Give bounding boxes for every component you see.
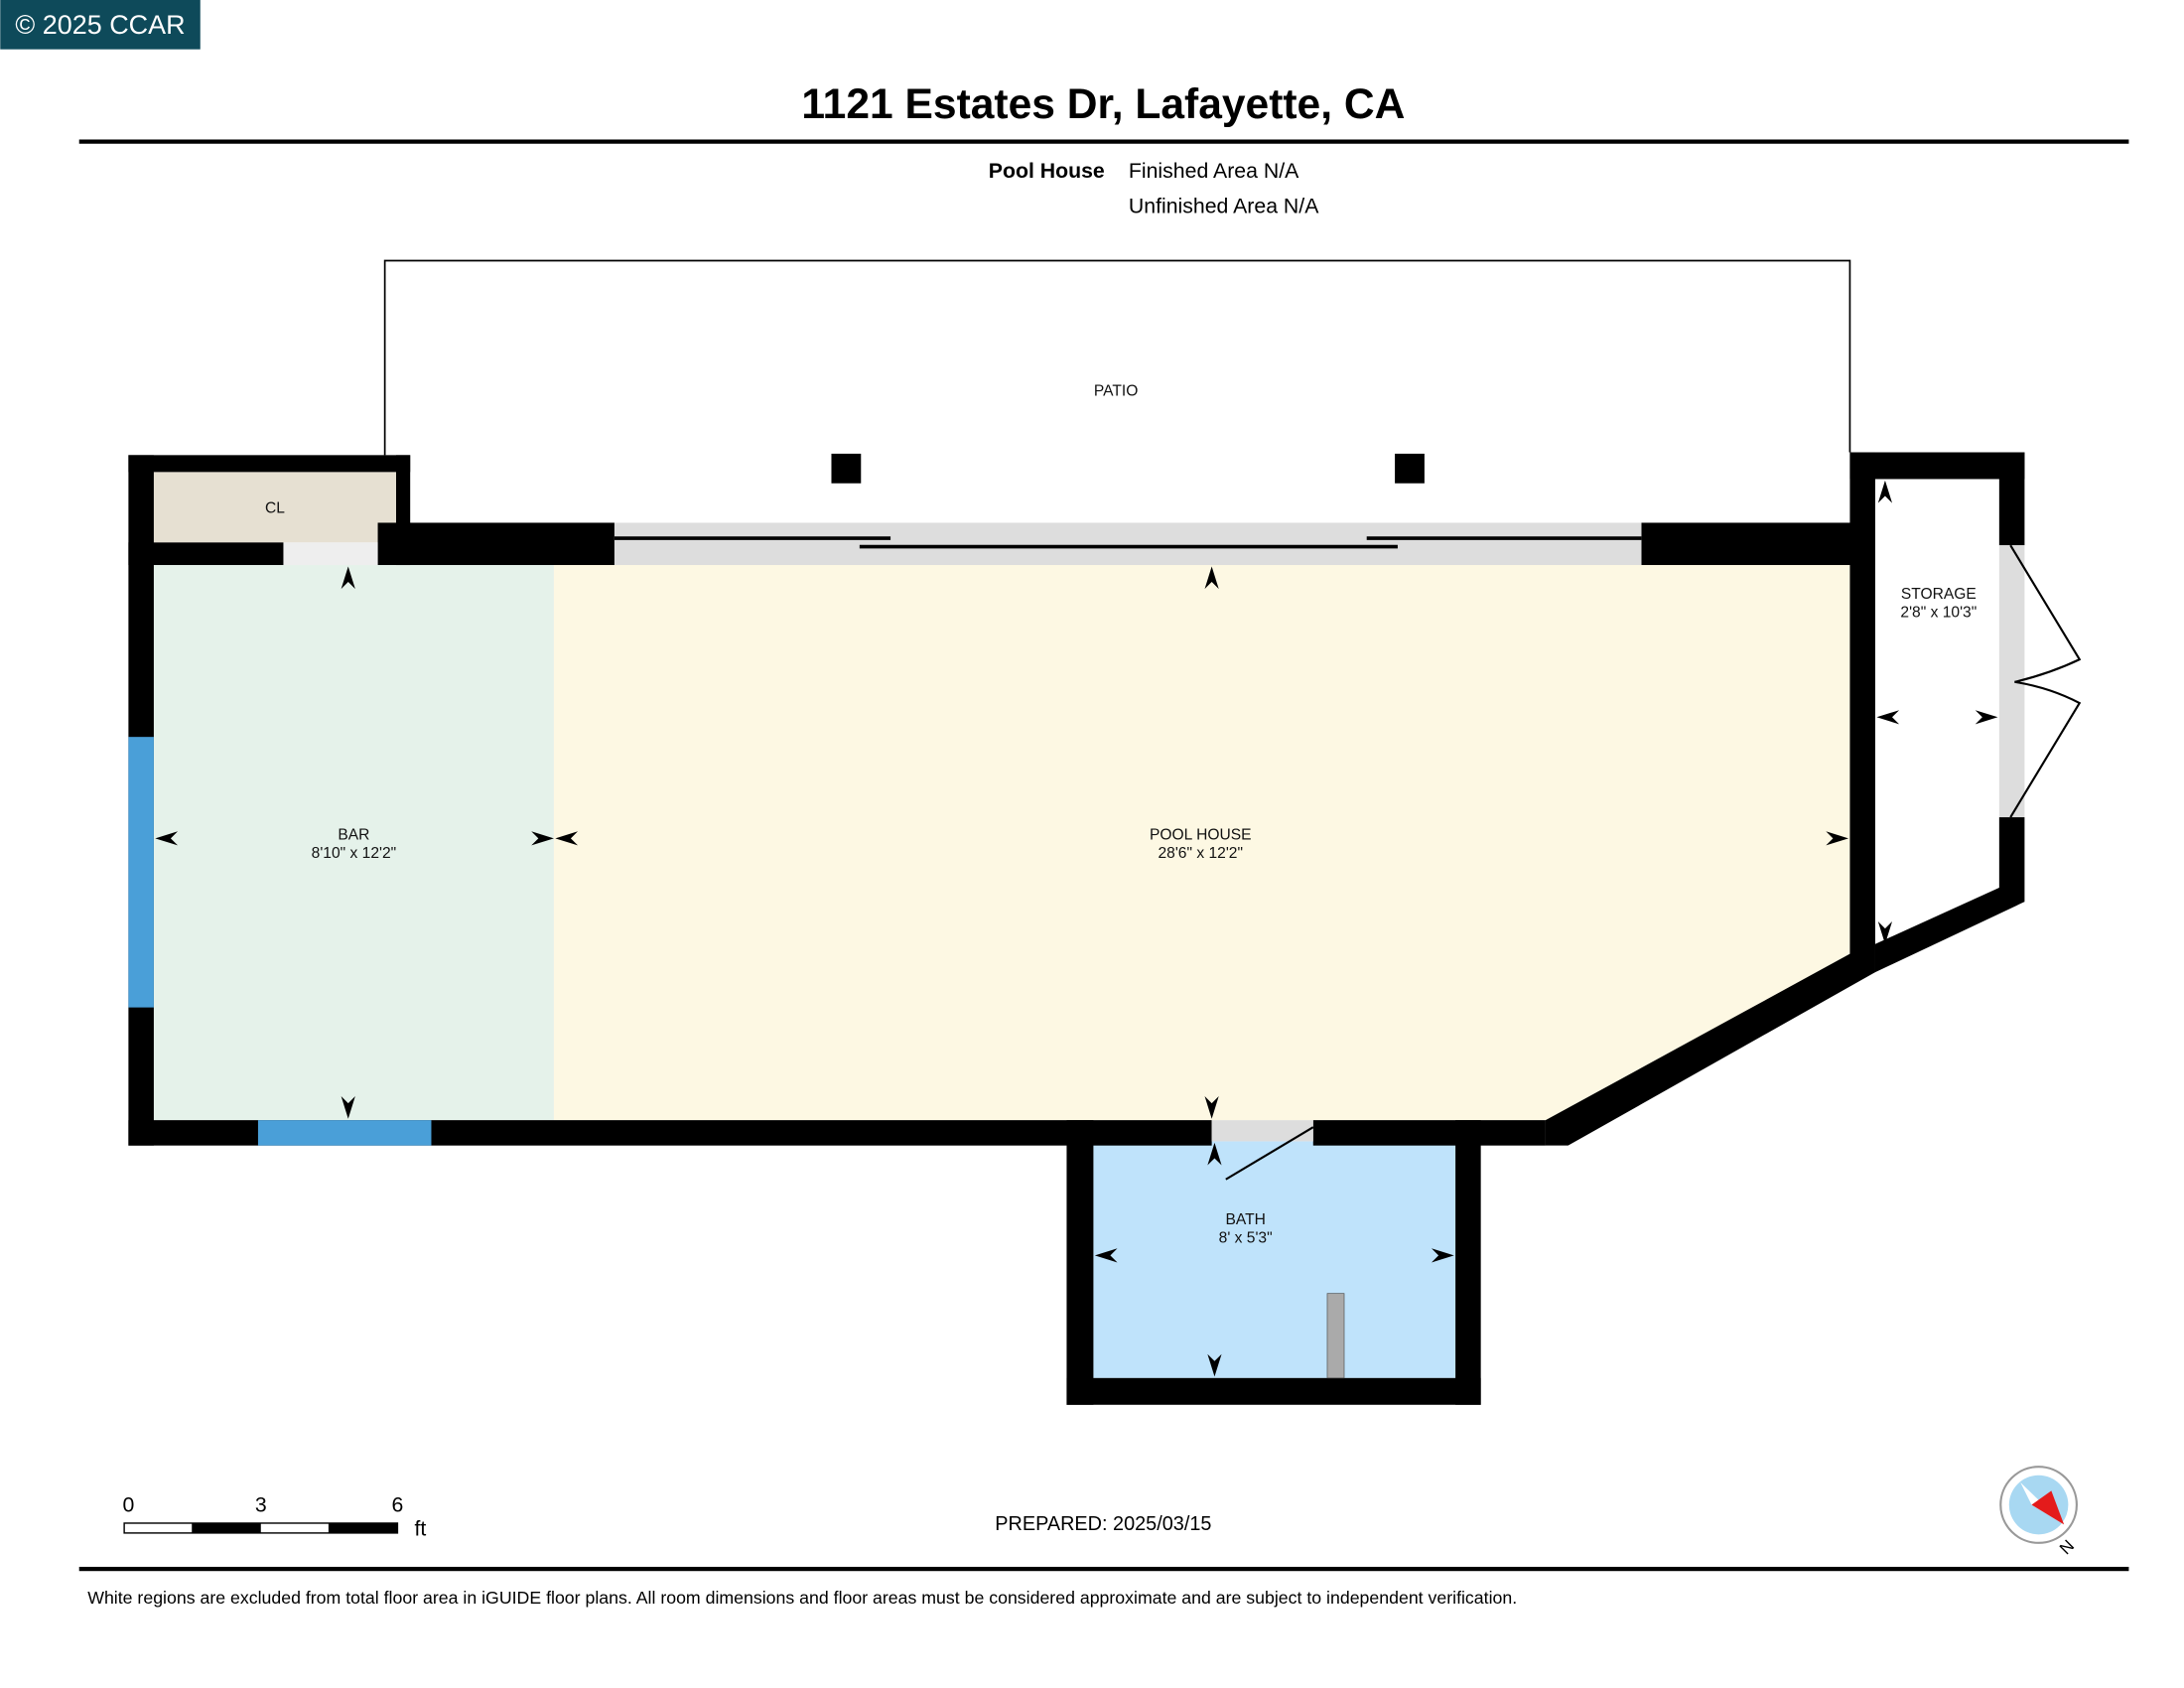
bar-dims: 8'10" x 12'2" [312, 845, 397, 862]
bath-door-swing [1225, 1126, 1314, 1181]
pool-house-dims: 28'6" x 12'2" [1158, 845, 1243, 862]
watermark-badge [0, 0, 201, 50]
bath-door [1211, 1120, 1313, 1142]
patio-pillar [1395, 453, 1425, 484]
storage-door-swing [2009, 544, 2082, 818]
patio-pillar [831, 453, 862, 484]
sliding-door [614, 522, 1642, 566]
scale-tick: 0 [122, 1493, 134, 1517]
pool-house-room [553, 565, 1850, 1121]
bar-room [153, 565, 554, 1121]
footer-disclaimer: White regions are excluded from total fl… [87, 1588, 1517, 1608]
window-left [128, 737, 154, 1008]
finished-area: Finished Area N/A [1129, 159, 1299, 183]
scale-bar: 0 3 6 ft [122, 1493, 426, 1541]
closet-door [283, 542, 378, 566]
storage-label: STORAGE [1901, 586, 1977, 603]
storage-dims: 2'8" x 10'3" [1900, 605, 1977, 622]
dimension-arrows [155, 480, 1998, 1377]
scale-tick: 3 [255, 1493, 267, 1517]
bar-label: BAR [338, 827, 369, 844]
prepared-date: PREPARED: 2025/03/15 [995, 1513, 1211, 1535]
patio-label: PATIO [1094, 383, 1138, 400]
window-bottom [257, 1120, 432, 1146]
closet-room [153, 472, 396, 543]
compass-icon: N [1999, 1466, 2078, 1558]
sliding-door-panels [614, 536, 1642, 549]
patio-outline [383, 259, 1851, 456]
scale-unit: ft [414, 1517, 426, 1541]
header-rule [78, 139, 2129, 144]
level-name: Pool House [989, 159, 1105, 183]
footer-rule [78, 1566, 2129, 1572]
page-title: 1121 Estates Dr, Lafayette, CA [801, 80, 1405, 128]
watermark-text: © 2025 CCAR [15, 10, 185, 40]
pool-house-label: POOL HOUSE [1150, 827, 1252, 844]
bath-label: BATH [1225, 1211, 1265, 1228]
compass-north-label: N [2056, 1536, 2078, 1558]
bath-dims: 8' x 5'3" [1219, 1230, 1273, 1247]
unfinished-area: Unfinished Area N/A [1129, 194, 1319, 217]
bath-room [1093, 1141, 1456, 1378]
bath-fixture [1326, 1293, 1345, 1379]
scale-tick: 6 [392, 1493, 404, 1517]
closet-label: CL [265, 500, 285, 517]
